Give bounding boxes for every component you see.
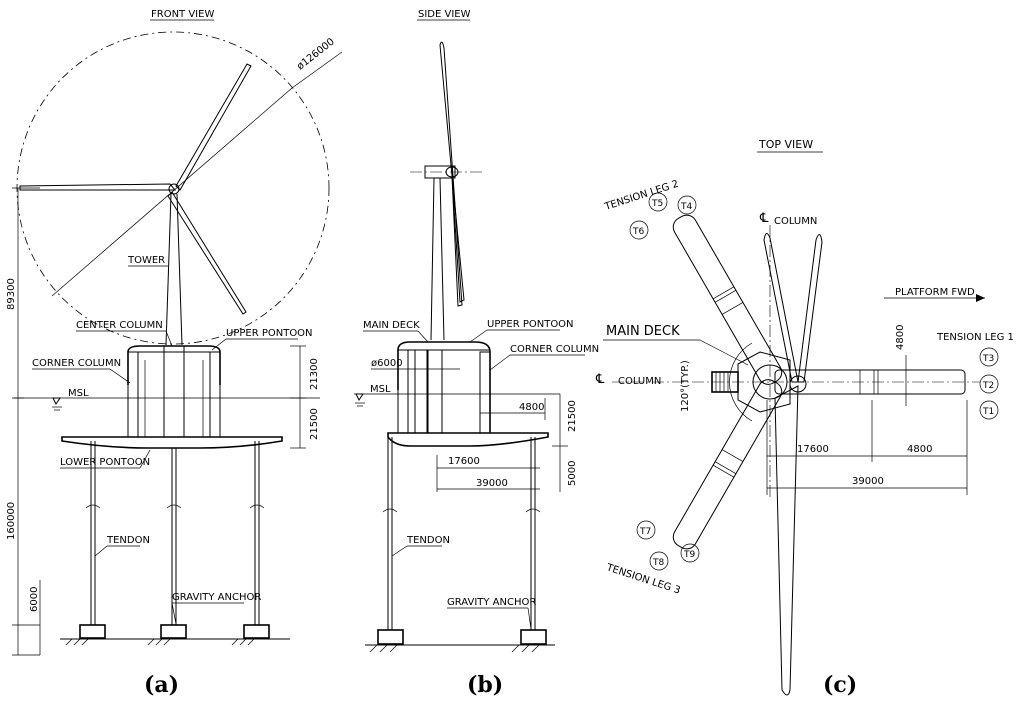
blade-down <box>167 191 247 315</box>
dim-160000: 160000 <box>6 502 17 540</box>
platform-fwd-label: PLATFORM FWD <box>895 287 975 298</box>
blade-top-3 <box>774 385 799 696</box>
gravity-anchor-label-front: GRAVITY ANCHOR <box>172 592 261 603</box>
svg-text:T4: T4 <box>680 202 692 212</box>
dim-17600-top: 17600 <box>797 444 829 455</box>
tendon-t4 <box>677 195 697 215</box>
blade-up <box>175 63 252 191</box>
tendon-t3 <box>979 347 999 367</box>
upper-pontoon-label-side: UPPER PONTOON <box>487 319 574 330</box>
svg-text:T9: T9 <box>683 550 695 560</box>
anchor-side-2 <box>520 629 547 645</box>
upper-pontoon-side <box>397 341 491 432</box>
front-view-title: FRONT VIEW <box>151 9 214 20</box>
side-view: SIDE VIEW MAIN DECK UPPER PONTOON ø6000 … <box>354 9 599 698</box>
top-view: TOP VIEW <box>595 138 1014 698</box>
dim-17600-side: 17600 <box>448 456 480 467</box>
msl-label: MSL <box>68 388 89 399</box>
anchor-side-1 <box>377 629 404 645</box>
dim-6000: 6000 <box>29 587 40 612</box>
hub-plan <box>789 375 807 393</box>
tendon-markers: T3 T2 T1 T5 T4 T6 T7 T8 T9 <box>629 192 999 571</box>
corner-column-label: CORNER COLUMN <box>32 358 121 369</box>
top-view-title: TOP VIEW <box>758 138 813 151</box>
tower-label: TOWER <box>127 255 165 266</box>
main-deck-label: MAIN DECK <box>363 320 420 331</box>
svg-text:T5: T5 <box>651 199 663 209</box>
column-dia-label: ø6000 <box>371 358 403 369</box>
svg-text:T6: T6 <box>632 227 644 237</box>
column-left-label: COLUMN <box>618 376 661 387</box>
svg-text:T3: T3 <box>982 354 994 364</box>
upper-pontoon-label: UPPER PONTOON <box>226 328 313 339</box>
anchor-front-3 <box>243 624 270 639</box>
caption-c: (c) <box>823 672 857 698</box>
svg-text:T7: T7 <box>639 527 651 537</box>
main-deck-top-label: MAIN DECK <box>606 324 680 339</box>
tendon-t9 <box>680 543 700 563</box>
gravity-anchor-label-side: GRAVITY ANCHOR <box>447 597 536 608</box>
front-view: FRONT VIEW ø126000 TOWER CENTER COLUMN U… <box>6 9 343 698</box>
tendon-t1 <box>979 400 999 420</box>
tendon-label-side: TENDON <box>406 535 450 546</box>
column-top-label: COLUMN <box>774 216 817 227</box>
angle-label: 120°(TYP.) <box>680 360 691 412</box>
main-deck-plan <box>737 351 791 413</box>
dim-4800-top-2: 4800 <box>907 444 932 455</box>
tension-leg-1-label: TENSION LEG 1 <box>936 332 1014 343</box>
anchor-front-1 <box>79 624 106 639</box>
tendon-t2 <box>979 374 999 394</box>
blade-top-2 <box>797 234 823 383</box>
side-view-title: SIDE VIEW <box>418 9 471 20</box>
anchor-front-2 <box>160 624 187 639</box>
dim-21500-front: 21500 <box>309 408 320 440</box>
dim-39000-top: 39000 <box>852 476 884 487</box>
dim-21500-side: 21500 <box>567 400 578 432</box>
dim-21300: 21300 <box>309 358 320 390</box>
tendons-front <box>85 441 265 625</box>
rotor-diameter-label: ø126000 <box>295 36 337 72</box>
blade-side-up <box>439 41 463 307</box>
dim-5000-side: 5000 <box>567 461 578 486</box>
dim-39000-side: 39000 <box>476 478 508 489</box>
caption-b: (b) <box>467 672 503 698</box>
msl-label-side: MSL <box>370 384 391 395</box>
cl-symbol-top: ℄ <box>759 211 769 226</box>
tendon-t6 <box>629 220 649 240</box>
cl-symbol-left: ℄ <box>595 372 605 387</box>
center-column-label: CENTER COLUMN <box>76 320 163 331</box>
hub <box>168 183 180 195</box>
dim-4800-side: 4800 <box>519 402 544 413</box>
tension-leg-2-label: TENSION LEG 2 <box>603 179 681 214</box>
svg-text:T1: T1 <box>982 407 994 417</box>
blade-top-1 <box>763 233 799 383</box>
tension-leg-3-label: TENSION LEG 3 <box>604 562 682 597</box>
tendon-t8 <box>649 551 669 571</box>
dim-4800-top: 4800 <box>895 325 906 350</box>
tendon-label-front: TENDON <box>106 535 150 546</box>
blade-side-down <box>451 174 465 303</box>
blade-left <box>19 183 177 191</box>
svg-text:T8: T8 <box>652 558 664 568</box>
tendon-t5 <box>648 192 668 212</box>
lower-pontoon-front <box>61 436 283 449</box>
lower-pontoon-side <box>387 432 549 447</box>
lower-pontoon-label: LOWER PONTOON <box>60 457 150 468</box>
dim-89300: 89300 <box>6 278 17 310</box>
caption-a: (a) <box>144 672 179 698</box>
angle-arc <box>729 342 753 422</box>
svg-text:T2: T2 <box>982 381 994 391</box>
tendon-t7 <box>636 520 656 540</box>
corner-column-label-side: CORNER COLUMN <box>510 344 599 355</box>
